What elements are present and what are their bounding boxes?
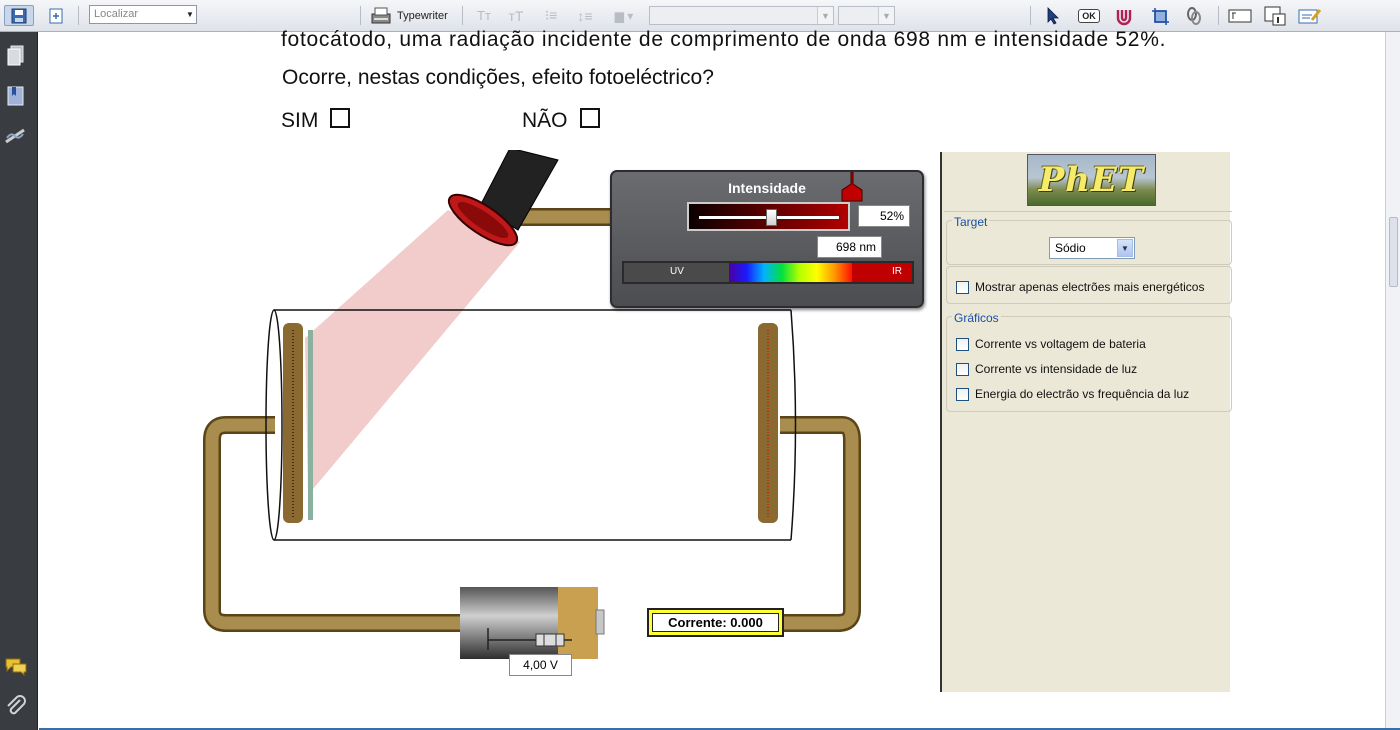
find-placeholder: Localizar — [94, 8, 139, 20]
toolbar-separator — [1030, 6, 1031, 25]
ok-button[interactable]: OK — [1075, 5, 1103, 26]
form-field-icon[interactable] — [1262, 5, 1288, 26]
line-spacing-increase-icon[interactable]: ↕≡ — [577, 7, 593, 24]
target-selected-value: Sódio — [1055, 241, 1086, 255]
find-dropdown-arrow-icon[interactable]: ▼ — [186, 10, 194, 19]
answer-yes-checkbox[interactable] — [330, 108, 350, 128]
light-beam — [305, 210, 520, 495]
intensity-value-field[interactable]: 52% — [858, 205, 910, 227]
chevron-down-icon: ▼ — [1117, 239, 1133, 257]
show-energetic-checkbox[interactable]: Mostrar apenas electrões mais energético… — [956, 280, 1204, 294]
toolbar-separator — [78, 6, 79, 25]
question-text-line1: fotocátodo, uma radiação incidente de co… — [281, 28, 1167, 51]
comments-icon[interactable] — [4, 654, 28, 678]
graph-current-voltage-checkbox[interactable]: Corrente vs voltagem de bateria — [956, 337, 1146, 351]
find-input[interactable]: Localizar ▼ — [89, 5, 197, 24]
checkbox-box[interactable] — [956, 387, 969, 401]
checkbox-box[interactable] — [956, 337, 969, 351]
current-meter: Corrente: 0.000 — [647, 608, 784, 637]
toolbar-separator — [462, 6, 463, 25]
save-icon[interactable] — [4, 5, 34, 26]
panel-divider — [944, 211, 1232, 212]
ok-label: OK — [1078, 8, 1100, 23]
magnet-icon[interactable] — [1112, 5, 1136, 26]
text-field-icon[interactable] — [1226, 5, 1254, 26]
text-smaller-icon[interactable]: Tт — [477, 8, 491, 23]
scrollbar-thumb[interactable] — [1389, 217, 1398, 287]
electron-options-group — [946, 266, 1232, 304]
phet-logo[interactable]: PhET — [1027, 154, 1156, 206]
apparatus-drawing — [203, 150, 861, 659]
battery — [460, 587, 605, 659]
ir-region — [852, 263, 912, 282]
photoelectric-simulation: Intensidade 52% 698 nm UV IR Corrente: 0… — [180, 150, 940, 695]
target-group — [946, 220, 1232, 265]
pages-icon[interactable] — [4, 44, 28, 68]
intensity-slider[interactable] — [687, 202, 850, 231]
fit-page-icon[interactable] — [44, 5, 68, 26]
uv-label: UV — [670, 266, 684, 277]
typewriter-label: Typewriter — [397, 9, 448, 22]
typewriter-button[interactable]: Typewriter — [370, 5, 454, 26]
checkbox-box[interactable] — [956, 280, 969, 294]
vacuum-tube — [265, 309, 797, 541]
attach-link-icon[interactable] — [1182, 5, 1206, 26]
line-spacing-decrease-icon[interactable]: ⁝≡ — [544, 7, 558, 23]
toolbar-separator — [1218, 6, 1219, 25]
target-material-select[interactable]: Sódio ▼ — [1049, 237, 1135, 259]
checkbox-box[interactable] — [956, 362, 969, 376]
graphs-legend: Gráficos — [952, 311, 1001, 325]
wavelength-marker-icon[interactable] — [841, 172, 863, 202]
question-text-line2: Ocorre, nestas condições, efeito fotoelé… — [282, 66, 714, 89]
target-legend: Target — [952, 215, 990, 229]
window-bottom-border — [39, 728, 1400, 730]
font-family-arrow-icon: ▼ — [817, 7, 833, 24]
target-plate — [308, 330, 313, 520]
show-energetic-label: Mostrar apenas electrões mais energético… — [975, 280, 1205, 294]
font-size-arrow-icon: ▼ — [878, 7, 894, 24]
typewriter-icon — [371, 7, 391, 23]
graph-current-intensity-checkbox[interactable]: Corrente vs intensidade de luz — [956, 362, 1137, 376]
text-color-icon[interactable]: ▆ ▾ — [614, 8, 634, 23]
graph-energy-frequency-checkbox[interactable]: Energia do electrão vs frequência da luz — [956, 387, 1189, 401]
light-source-lamp — [447, 150, 559, 247]
uv-region — [624, 263, 729, 282]
answer-no-label: NÃO — [522, 109, 568, 132]
battery-voltage-field[interactable]: 4,00 V — [509, 654, 572, 676]
toolbar-separator — [360, 6, 361, 25]
graph-option-label: Corrente vs intensidade de luz — [975, 362, 1138, 376]
navigation-sidebar — [0, 32, 38, 730]
ir-label: IR — [892, 266, 902, 277]
sign-document-icon[interactable] — [1296, 5, 1324, 26]
select-cursor-icon[interactable] — [1042, 5, 1064, 26]
wavelength-value-field[interactable]: 698 nm — [817, 236, 882, 258]
signatures-icon[interactable] — [4, 124, 28, 148]
answer-yes-label: SIM — [281, 109, 319, 132]
wavelength-spectrum-slider[interactable]: UV IR — [622, 261, 914, 284]
attachments-icon[interactable] — [4, 694, 28, 718]
font-size-select[interactable]: ▼ — [838, 6, 895, 25]
graphs-group — [946, 316, 1232, 412]
text-larger-icon[interactable]: тT — [508, 7, 524, 24]
phet-logo-text: PhET — [1038, 160, 1145, 200]
graph-option-label: Corrente vs voltagem de bateria — [975, 337, 1146, 351]
toolbar: Localizar ▼ Typewriter Tт тT ⁝≡ ↕≡ ▆ ▾ ▼… — [0, 0, 1400, 32]
vertical-scrollbar[interactable] — [1385, 32, 1400, 728]
answer-no-checkbox[interactable] — [580, 108, 600, 128]
graph-option-label: Energia do electrão vs frequência da luz — [975, 387, 1190, 401]
current-reading: Corrente: 0.000 — [652, 613, 779, 632]
simulation-control-panel: PhET Target Sódio ▼ Mostrar apenas elect… — [940, 152, 1232, 692]
intensity-slider-knob[interactable] — [765, 209, 777, 226]
crop-icon[interactable] — [1148, 5, 1172, 26]
light-control-panel: Intensidade 52% 698 nm UV IR — [610, 170, 924, 308]
visible-spectrum — [729, 263, 852, 282]
bookmarks-icon[interactable] — [4, 84, 28, 108]
font-family-select[interactable]: ▼ — [649, 6, 834, 25]
intensity-title: Intensidade — [728, 180, 806, 196]
